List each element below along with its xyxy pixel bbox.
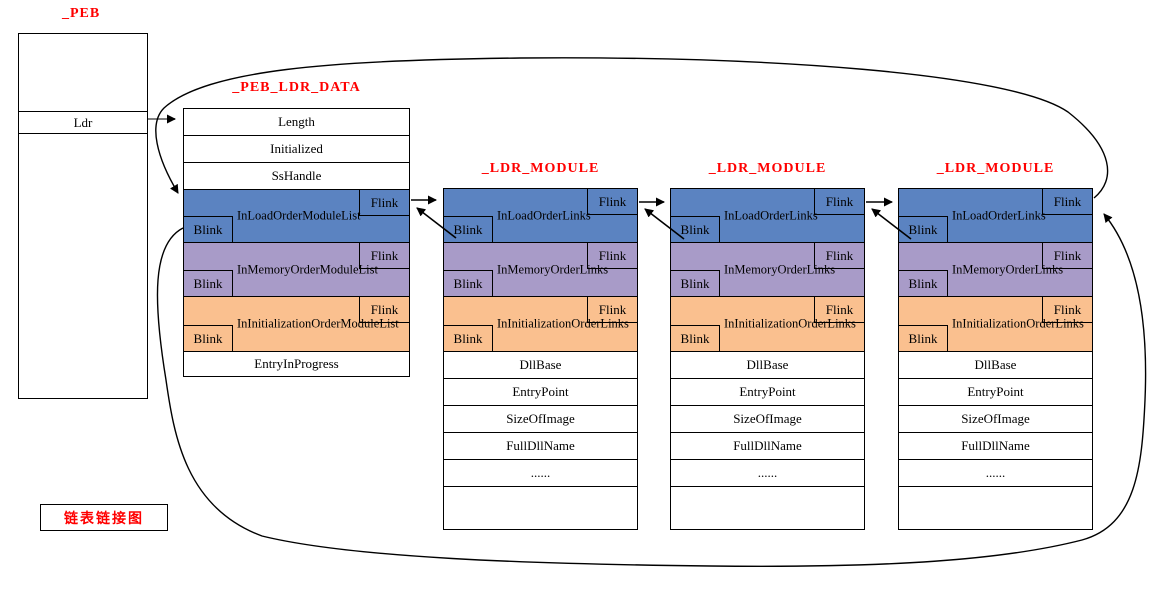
field-fulldllname: FullDllName <box>671 432 864 459</box>
field-entryinprogress: EntryInProgress <box>184 351 409 376</box>
field-ellipsis: ...... <box>671 459 864 486</box>
field-entrypoint: EntryPoint <box>444 378 637 405</box>
blink-cell: Blink <box>444 270 493 296</box>
blink-cell: Blink <box>184 270 233 296</box>
blink-cell: Blink <box>184 216 233 242</box>
list-label: InMemoryOrderLinks <box>952 262 1064 276</box>
blink-cell: Blink <box>444 325 493 351</box>
field-dllbase: DllBase <box>671 351 864 378</box>
list-label: InLoadOrderModuleList <box>237 208 361 223</box>
blink-cell: Blink <box>671 216 720 242</box>
field-empty <box>671 486 864 529</box>
field-sizeofimage: SizeOfImage <box>899 405 1092 432</box>
inload-order-module-list-section: Flink Blink InLoadOrderModuleList <box>184 189 409 242</box>
list-label: InInitializationOrderModuleList <box>237 316 399 331</box>
ininitialization-order-links-section: Flink Blink InInitializationOrderLinks <box>899 296 1092 351</box>
peb-ldr-field: Ldr <box>19 111 147 134</box>
list-label: InLoadOrderLinks <box>497 208 591 222</box>
inmemory-order-module-list-section: Flink Blink InMemoryOrderModuleList <box>184 242 409 296</box>
ininitialization-order-module-list-section: Flink Blink InInitializationOrderModuleL… <box>184 296 409 351</box>
list-label: InMemoryOrderLinks <box>497 262 609 276</box>
ldr-module-3-title: _LDR_MODULE <box>936 161 1055 176</box>
list-label: InInitializationOrderLinks <box>952 316 1084 331</box>
blink-cell: Blink <box>444 216 493 242</box>
inload-order-links-section: Flink Blink InLoadOrderLinks <box>671 189 864 242</box>
flink-cell: Flink <box>587 189 637 215</box>
field-entrypoint: EntryPoint <box>899 378 1092 405</box>
ldr-module-2-box: Flink Blink InLoadOrderLinks Flink Blink… <box>670 188 865 530</box>
flink-cell: Flink <box>814 189 864 215</box>
list-label: InMemoryOrderLinks <box>724 262 836 276</box>
list-label: InLoadOrderLinks <box>724 208 818 222</box>
diagram-caption: 链表链接图 <box>40 504 168 531</box>
blink-cell: Blink <box>899 270 948 296</box>
flink-cell: Flink <box>1042 189 1092 215</box>
ldr-module-1-box: Flink Blink InLoadOrderLinks Flink Blink… <box>443 188 638 530</box>
ldr-module-2-title: _LDR_MODULE <box>708 161 827 176</box>
field-dllbase: DllBase <box>899 351 1092 378</box>
inmemory-order-links-section: Flink Blink InMemoryOrderLinks <box>444 242 637 296</box>
field-sizeofimage: SizeOfImage <box>444 405 637 432</box>
inmemory-order-links-section: Flink Blink InMemoryOrderLinks <box>671 242 864 296</box>
field-fulldllname: FullDllName <box>899 432 1092 459</box>
blink-cell: Blink <box>671 325 720 351</box>
ininitialization-order-links-section: Flink Blink InInitializationOrderLinks <box>444 296 637 351</box>
field-fulldllname: FullDllName <box>444 432 637 459</box>
ininitialization-order-links-section: Flink Blink InInitializationOrderLinks <box>671 296 864 351</box>
peb-ldr-data-box: Length Initialized SsHandle Flink Blink … <box>183 108 410 377</box>
field-ellipsis: ...... <box>899 459 1092 486</box>
field-empty <box>899 486 1092 529</box>
inload-order-links-section: Flink Blink InLoadOrderLinks <box>444 189 637 242</box>
blink-cell: Blink <box>899 216 948 242</box>
inmemory-order-links-section: Flink Blink InMemoryOrderLinks <box>899 242 1092 296</box>
list-label: InMemoryOrderModuleList <box>237 262 378 276</box>
blink-cell: Blink <box>184 325 233 351</box>
field-sizeofimage: SizeOfImage <box>671 405 864 432</box>
field-initialized: Initialized <box>184 135 409 162</box>
list-label: InLoadOrderLinks <box>952 208 1046 222</box>
peb-title: _PEB <box>62 6 101 21</box>
inload-order-links-section: Flink Blink InLoadOrderLinks <box>899 189 1092 242</box>
flink-cell: Flink <box>359 190 409 216</box>
peb-ldr-data-title: _PEB_LDR_DATA <box>232 80 361 95</box>
ldr-module-1-title: _LDR_MODULE <box>481 161 600 176</box>
blink-cell: Blink <box>671 270 720 296</box>
peb-struct-box: Ldr <box>18 33 148 399</box>
list-label: InInitializationOrderLinks <box>497 316 629 331</box>
list-label: InInitializationOrderLinks <box>724 316 856 331</box>
field-ellipsis: ...... <box>444 459 637 486</box>
blink-cell: Blink <box>899 325 948 351</box>
field-empty <box>444 486 637 529</box>
field-sshandle: SsHandle <box>184 162 409 189</box>
ldr-module-3-box: Flink Blink InLoadOrderLinks Flink Blink… <box>898 188 1093 530</box>
field-entrypoint: EntryPoint <box>671 378 864 405</box>
field-dllbase: DllBase <box>444 351 637 378</box>
field-length: Length <box>278 114 315 129</box>
